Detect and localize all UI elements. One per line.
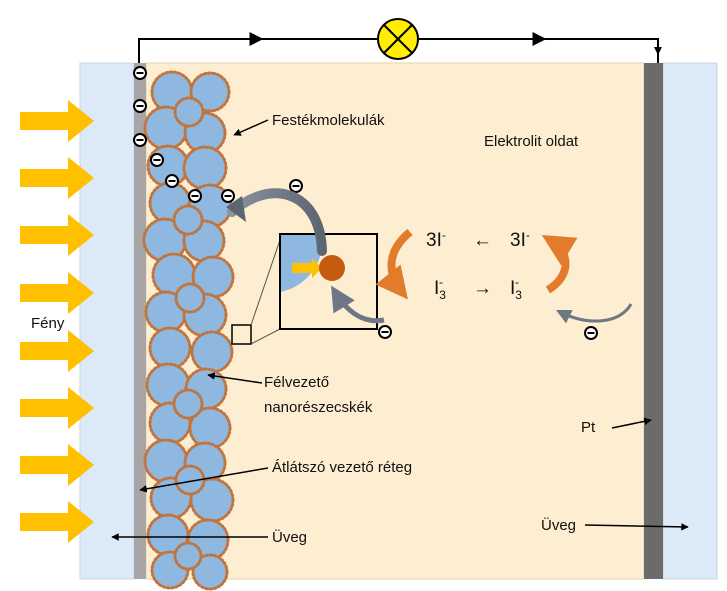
iodide-right-label: 3I [510,230,526,251]
electron-transfer-arrows [226,188,633,324]
triiodide-right-label: I [510,278,515,299]
zoom-inset [279,233,378,330]
pt-label: Pt [581,419,596,436]
redox-arrows [375,228,578,300]
triiodide-left-label: I [434,278,439,299]
glass-left-label: Üveg [272,528,307,546]
zoom-line-bottom [250,328,281,345]
electron-icon [150,153,164,167]
light-arrow-icon [20,100,94,142]
light-arrow-icon [20,272,94,314]
nanoparticle [174,464,206,496]
electrons [133,66,598,340]
nanoparticle [182,145,228,191]
semiconductor-nanoparticles [142,70,235,591]
dye-molecule-icon [319,255,345,281]
light-arrow-icon [20,387,94,429]
left-glass [79,62,135,580]
svg-text:3I-: 3I- [426,228,446,251]
semiconductor-label-line1: Félvezető [264,374,329,391]
light-arrows [20,100,94,543]
light-label: Fény [31,315,65,332]
nanoparticle [172,204,204,236]
excitation-arrow-icon [292,263,314,273]
glass-right-label: Üveg [541,516,576,534]
nanoparticle [191,553,229,591]
electron-icon [133,66,147,80]
nanoparticle [172,388,204,420]
light-arrow-icon [20,330,94,372]
svg-text:I3-: I3- [510,275,522,302]
electron-icon [165,174,179,188]
redox-reaction: 3I- ← 3I- I3- → I3- [426,228,530,302]
light-arrow-icon [20,157,94,199]
electron-icon [584,326,598,340]
electron-icon [221,189,235,203]
nanoparticle [148,326,192,370]
nanoparticle [173,541,203,571]
zoom-source-square [231,324,252,345]
iodide-left-label: 3I [426,230,442,251]
lamp-icon [377,18,419,60]
arrow-forward-label: → [473,278,492,299]
electrolyte-label: Elektrolit oldat [484,133,579,150]
nanoparticle [174,282,206,314]
electron-icon [133,99,147,113]
nanoparticle [190,330,234,374]
light-arrow-icon [20,444,94,486]
light-arrow-icon [20,501,94,543]
nanoparticle [173,96,205,128]
svg-text:3I-: 3I- [510,228,530,251]
conductive-layer [134,63,146,579]
svg-text:I3-: I3- [434,275,446,302]
dye-label: Festékmolekulák [272,112,385,129]
light-arrow-icon [20,214,94,256]
arrow-back-label: ← [473,230,492,251]
label-pointers [111,119,689,541]
electron-icon [188,189,202,203]
right-glass [662,62,718,580]
semiconductor-label-line2: nanorészecskék [264,399,373,416]
zoom-line-top [250,239,281,326]
electron-icon [289,179,303,193]
electron-icon [378,325,392,339]
nanoparticle [189,71,231,113]
electron-icon [133,133,147,147]
conductive-layer-label: Átlátszó vezető réteg [272,459,412,476]
pt-electrode [644,63,663,579]
